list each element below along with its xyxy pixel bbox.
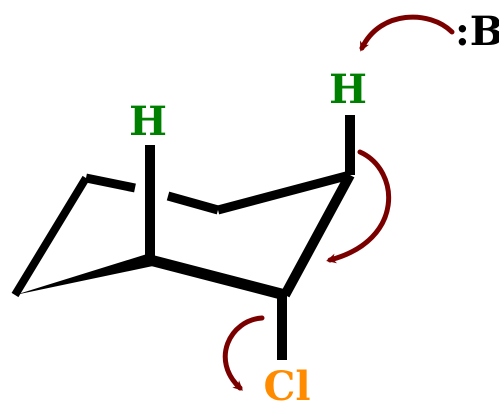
bond-c2-c3 [280,172,355,298]
bond-c4-c5 [15,254,153,295]
bond-c1-c2 [216,170,352,215]
bond-c5-c6 [11,175,90,298]
arrow-ccl-to-cl [222,315,265,391]
base-label: :B [455,8,499,55]
mechanism-arrows [222,14,455,391]
bond-c6-c1-back-b [166,191,220,215]
bond-c6-c1-back-a [85,173,136,193]
cyclohexane-ring [11,115,355,360]
arrow-base-to-h [359,14,455,52]
arrow-ch-bond-to-pi [326,149,392,264]
chlorine-label: Cl [263,363,310,404]
bond-c3-c4 [148,254,287,301]
hydrogen-label-left: H [129,98,167,145]
hydrogen-label-right: H [329,66,367,113]
